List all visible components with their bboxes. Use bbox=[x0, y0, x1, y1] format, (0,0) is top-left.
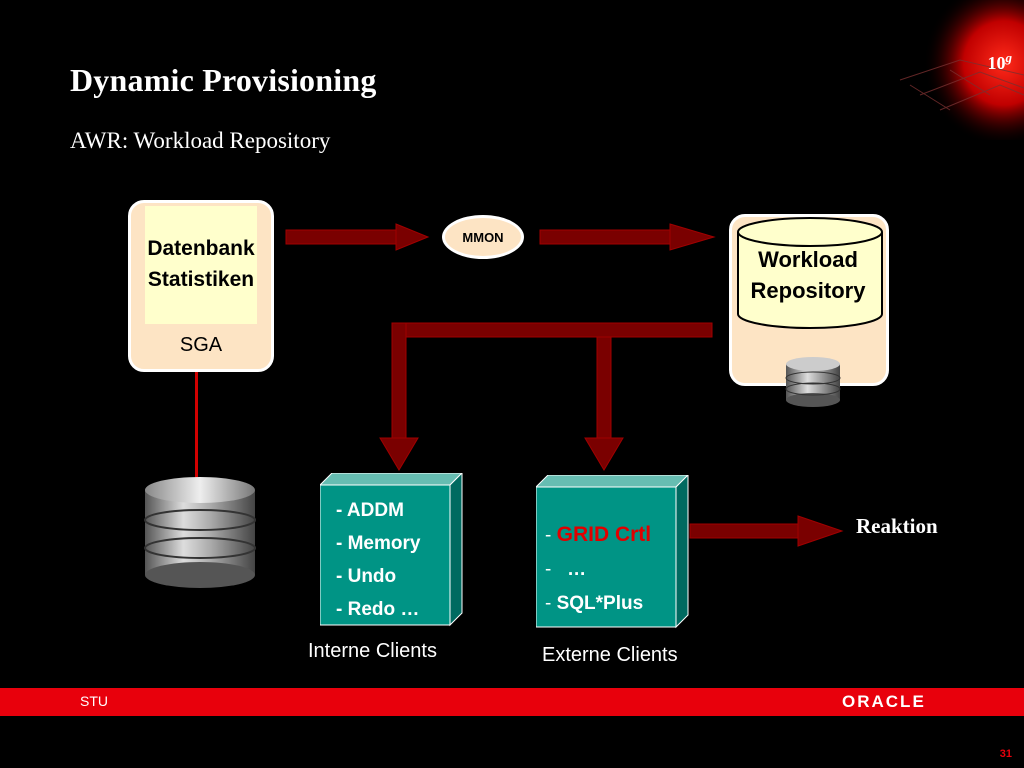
diagram-graphics bbox=[144, 223, 844, 588]
arrow-sga-to-mmon bbox=[285, 223, 430, 251]
database-statistics-label: Datenbank Statistiken bbox=[147, 237, 255, 291]
footer-bar bbox=[0, 688, 1024, 716]
list-item: - ADDM bbox=[336, 500, 404, 521]
oracle-10g-logo-glow bbox=[890, 0, 1024, 140]
small-database-icon bbox=[785, 357, 841, 407]
reaction-label: Reaktion bbox=[856, 514, 938, 538]
slide-subtitle: AWR: Workload Repository bbox=[70, 128, 331, 153]
page-number: 31 bbox=[999, 748, 1012, 760]
list-item: - Memory bbox=[336, 533, 421, 554]
arrow-to-reaktion bbox=[689, 515, 844, 547]
repository-cylinder bbox=[737, 217, 883, 329]
sga-label: SGA bbox=[179, 334, 223, 356]
logo-10g: 10g bbox=[987, 50, 1013, 73]
external-clients-box bbox=[536, 475, 689, 629]
list-item: - Undo bbox=[336, 566, 397, 587]
external-clients-list: - GRID Crtl - … - SQL*Plus bbox=[545, 518, 651, 621]
internal-clients-list: - ADDM - Memory - Undo - Redo … bbox=[336, 494, 420, 626]
list-item: - GRID Crtl bbox=[545, 523, 652, 546]
arrow-mmon-to-repository bbox=[539, 223, 716, 251]
sga-to-database-line bbox=[195, 372, 198, 480]
internal-clients-box bbox=[320, 473, 463, 627]
internal-clients-caption: Interne Clients bbox=[308, 640, 437, 662]
footer-left-text: STU bbox=[80, 693, 108, 709]
external-clients-caption: Externe Clients bbox=[542, 644, 678, 666]
slide-title: Dynamic Provisioning bbox=[70, 62, 377, 98]
mmon-process: MMON bbox=[442, 215, 524, 259]
list-item: - … bbox=[545, 559, 587, 580]
statistics-note bbox=[145, 206, 257, 324]
workload-repository-label: Workload Repository bbox=[750, 247, 866, 303]
oracle-logo: ORACLE bbox=[842, 692, 926, 711]
arrow-repository-to-clients bbox=[379, 322, 713, 471]
list-item: - SQL*Plus bbox=[545, 593, 644, 614]
list-item: - Redo … bbox=[336, 599, 420, 620]
database-cylinder bbox=[144, 477, 256, 588]
